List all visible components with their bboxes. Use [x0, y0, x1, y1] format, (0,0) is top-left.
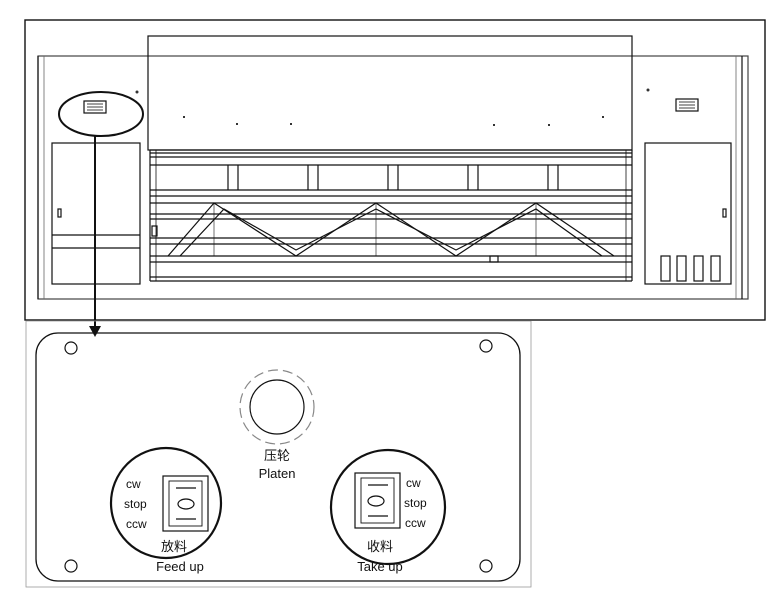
take-up-switch-bezel — [354, 472, 401, 529]
take-up-label-en: Take up — [357, 559, 403, 574]
machine-outline — [24, 19, 766, 321]
machine-front-view — [24, 19, 766, 321]
take-up-label-cn: 收料 — [367, 539, 393, 554]
callout-ellipse — [58, 91, 144, 137]
screw-hole-bl — [64, 559, 78, 573]
take-up-callout-circle — [329, 448, 447, 566]
feed-up-switch-body — [168, 480, 203, 527]
feed-up-callout-circle — [109, 446, 223, 560]
feed-up-switch-toggle — [177, 498, 195, 510]
control-box-left — [83, 100, 107, 114]
screw-hole-tl — [64, 341, 78, 355]
feed-up-stop-label: stop — [124, 497, 147, 511]
feed-up-switch-group — [109, 446, 223, 560]
feed-up-cw-label: cw — [126, 477, 141, 491]
platen-knob — [249, 379, 305, 435]
left-cabinet — [37, 56, 144, 299]
feed-up-label-en: Feed up — [156, 559, 204, 574]
cover-dots — [183, 116, 604, 126]
platen-label-cn: 压轮 — [264, 448, 290, 463]
callout-arrow — [89, 136, 101, 337]
right-cabinet-door — [644, 142, 732, 285]
control-box-right — [675, 98, 699, 112]
screw-hole-br — [479, 559, 493, 573]
feed-up-switch-bezel — [162, 475, 209, 532]
feed-up-ccw-label: ccw — [126, 517, 147, 531]
control-panel-detail — [25, 320, 532, 588]
take-up-switch-toggle — [367, 495, 385, 507]
truss-frame — [149, 149, 633, 282]
feed-up-label-cn: 放料 — [161, 539, 187, 554]
right-cabinet — [135, 56, 743, 299]
take-up-stop-label: stop — [404, 496, 427, 510]
take-up-switch-group — [329, 448, 447, 566]
platen-label-en: Platen — [259, 466, 296, 481]
take-up-switch-body — [360, 477, 395, 524]
panel-plate — [35, 332, 521, 582]
take-up-cw-label: cw — [406, 476, 421, 490]
screw-hole-tr — [479, 339, 493, 353]
platen-knob-ring — [239, 369, 315, 445]
top-cover — [147, 35, 633, 151]
take-up-ccw-label: ccw — [405, 516, 426, 530]
